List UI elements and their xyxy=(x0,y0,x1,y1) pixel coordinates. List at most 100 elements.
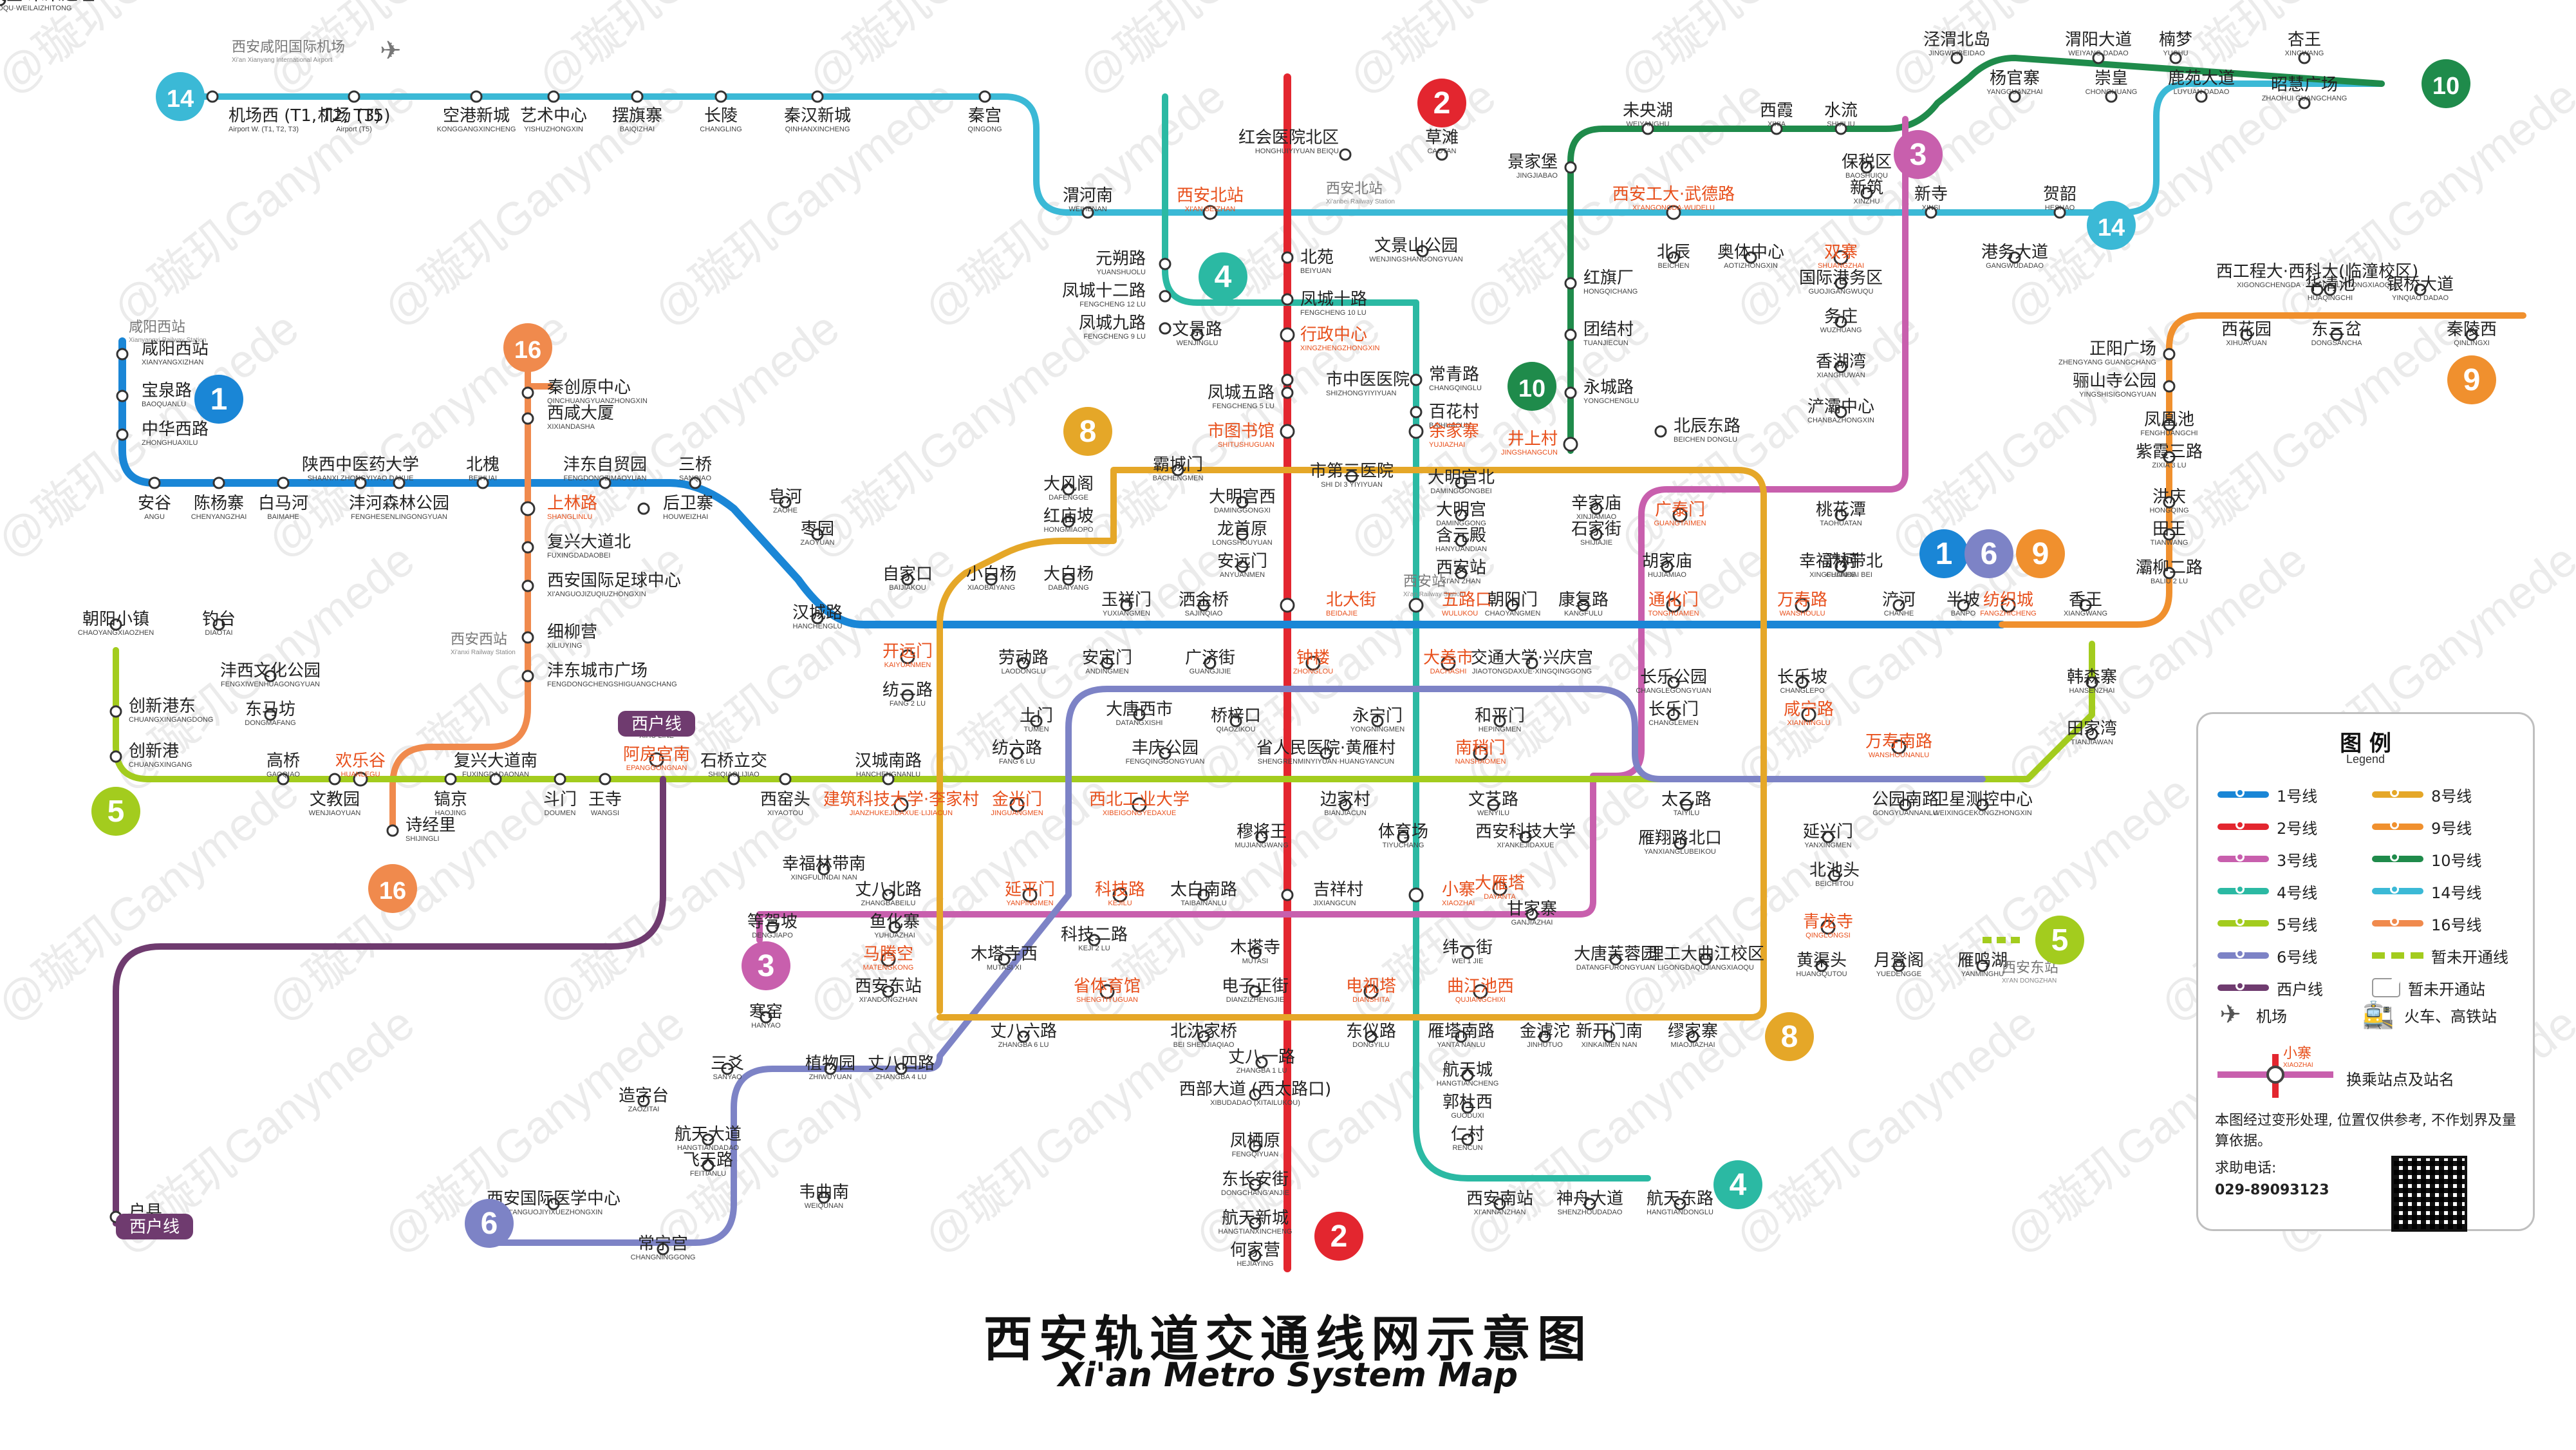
station-marker[interactable] xyxy=(2086,676,2098,689)
station-marker[interactable] xyxy=(721,1062,734,1075)
xihu-line-badge[interactable]: 西户线 xyxy=(618,711,695,737)
station-marker[interactable] xyxy=(1820,919,1836,935)
station-marker[interactable] xyxy=(631,90,644,103)
line-badge-5[interactable]: 5 xyxy=(2035,916,2084,965)
station-marker[interactable] xyxy=(1249,946,1262,959)
station-marker[interactable] xyxy=(2092,52,2105,64)
station-marker[interactable] xyxy=(1281,386,1294,399)
station-marker[interactable] xyxy=(2163,528,2176,541)
line-badge-3[interactable]: 3 xyxy=(742,941,790,990)
station-marker[interactable] xyxy=(1397,831,1410,843)
station-marker[interactable] xyxy=(554,773,566,786)
station-marker[interactable] xyxy=(637,1095,650,1107)
station-marker[interactable] xyxy=(1583,1198,1596,1210)
station-marker[interactable] xyxy=(2414,283,2427,296)
station-marker[interactable] xyxy=(1526,908,1538,921)
station-marker[interactable] xyxy=(1834,509,1847,522)
station-marker[interactable] xyxy=(1564,328,1577,341)
station-marker[interactable] xyxy=(1101,657,1114,670)
station-marker[interactable] xyxy=(1699,953,1712,966)
station-marker[interactable] xyxy=(882,773,895,786)
station-marker[interactable] xyxy=(1666,205,1681,220)
station-marker[interactable] xyxy=(1408,887,1424,903)
station-marker[interactable] xyxy=(1492,881,1507,896)
station-marker[interactable] xyxy=(1197,1030,1210,1043)
station-marker[interactable] xyxy=(1255,831,1268,843)
station-marker[interactable] xyxy=(1371,715,1384,728)
station-marker[interactable] xyxy=(1860,161,1873,174)
station-marker[interactable] xyxy=(148,476,161,489)
station-marker[interactable] xyxy=(547,90,560,103)
station-marker[interactable] xyxy=(599,476,611,489)
station-marker[interactable] xyxy=(1229,715,1242,728)
station-marker[interactable] xyxy=(1017,657,1030,670)
line-badge-10[interactable]: 10 xyxy=(2422,59,2470,108)
station-marker[interactable] xyxy=(277,773,290,786)
station-marker[interactable] xyxy=(1577,599,1590,612)
station-marker[interactable] xyxy=(521,386,534,399)
station-marker[interactable] xyxy=(1674,1198,1686,1210)
station-marker[interactable] xyxy=(1455,567,1468,579)
line-badge-8[interactable]: 8 xyxy=(1063,407,1112,456)
station-marker[interactable] xyxy=(1795,598,1810,613)
station-marker[interactable] xyxy=(888,921,901,934)
station-marker[interactable] xyxy=(1564,161,1577,174)
station-marker[interactable] xyxy=(1441,655,1456,671)
station-marker[interactable] xyxy=(1062,483,1075,496)
station-marker[interactable] xyxy=(264,708,277,721)
station-marker[interactable] xyxy=(1834,122,1847,135)
station-marker[interactable] xyxy=(1654,425,1667,438)
station-marker[interactable] xyxy=(1280,598,1295,613)
station-marker[interactable] xyxy=(1088,934,1101,946)
station-marker[interactable] xyxy=(520,501,536,516)
station-marker[interactable] xyxy=(1191,328,1204,341)
station-marker[interactable] xyxy=(1538,1030,1551,1043)
station-marker[interactable] xyxy=(1236,496,1249,509)
station-marker[interactable] xyxy=(328,773,341,786)
station-marker[interactable] xyxy=(2163,567,2176,579)
station-marker[interactable] xyxy=(882,889,895,901)
station-marker[interactable] xyxy=(393,476,406,489)
station-marker[interactable] xyxy=(1667,251,1680,264)
station-marker[interactable] xyxy=(1410,373,1423,386)
station-marker[interactable] xyxy=(264,670,277,683)
station-marker[interactable] xyxy=(444,773,457,786)
station-marker[interactable] xyxy=(1892,599,1905,612)
line-badge-14[interactable]: 14 xyxy=(156,72,205,121)
station-marker[interactable] xyxy=(1281,373,1294,386)
station-marker[interactable] xyxy=(470,90,483,103)
station-marker[interactable] xyxy=(489,773,502,786)
station-marker[interactable] xyxy=(1120,599,1133,612)
station-marker[interactable] xyxy=(1112,887,1128,903)
station-marker[interactable] xyxy=(1249,985,1262,998)
station-marker[interactable] xyxy=(1744,251,1757,264)
station-marker[interactable] xyxy=(882,985,895,998)
station-marker[interactable] xyxy=(1197,599,1210,612)
station-marker[interactable] xyxy=(1202,205,1218,220)
station-marker[interactable] xyxy=(1957,599,1970,612)
station-marker[interactable] xyxy=(1281,889,1294,901)
station-marker[interactable] xyxy=(1666,598,1681,613)
station-marker[interactable] xyxy=(2298,52,2311,64)
station-marker[interactable] xyxy=(277,476,290,489)
station-marker[interactable] xyxy=(1408,598,1424,613)
station-marker[interactable] xyxy=(116,428,129,441)
xihu-line-badge[interactable]: 西户线 xyxy=(116,1214,193,1239)
station-marker[interactable] xyxy=(1680,798,1693,811)
station-marker[interactable] xyxy=(1410,406,1423,419)
station-marker[interactable] xyxy=(702,1133,714,1146)
station-marker[interactable] xyxy=(1320,747,1332,760)
station-marker[interactable] xyxy=(689,476,702,489)
station-marker[interactable] xyxy=(1801,707,1816,722)
station-marker[interactable] xyxy=(1461,946,1474,959)
line-badge-3[interactable]: 3 xyxy=(1894,130,1943,179)
station-marker[interactable] xyxy=(1017,1030,1030,1043)
station-marker[interactable] xyxy=(1159,290,1171,303)
station-marker[interactable] xyxy=(1461,1069,1474,1082)
station-marker[interactable] xyxy=(1834,560,1847,573)
station-marker[interactable] xyxy=(109,705,122,718)
station-marker[interactable] xyxy=(760,1011,772,1024)
station-marker[interactable] xyxy=(386,824,399,837)
station-marker[interactable] xyxy=(1564,386,1577,399)
station-marker[interactable] xyxy=(116,390,129,402)
